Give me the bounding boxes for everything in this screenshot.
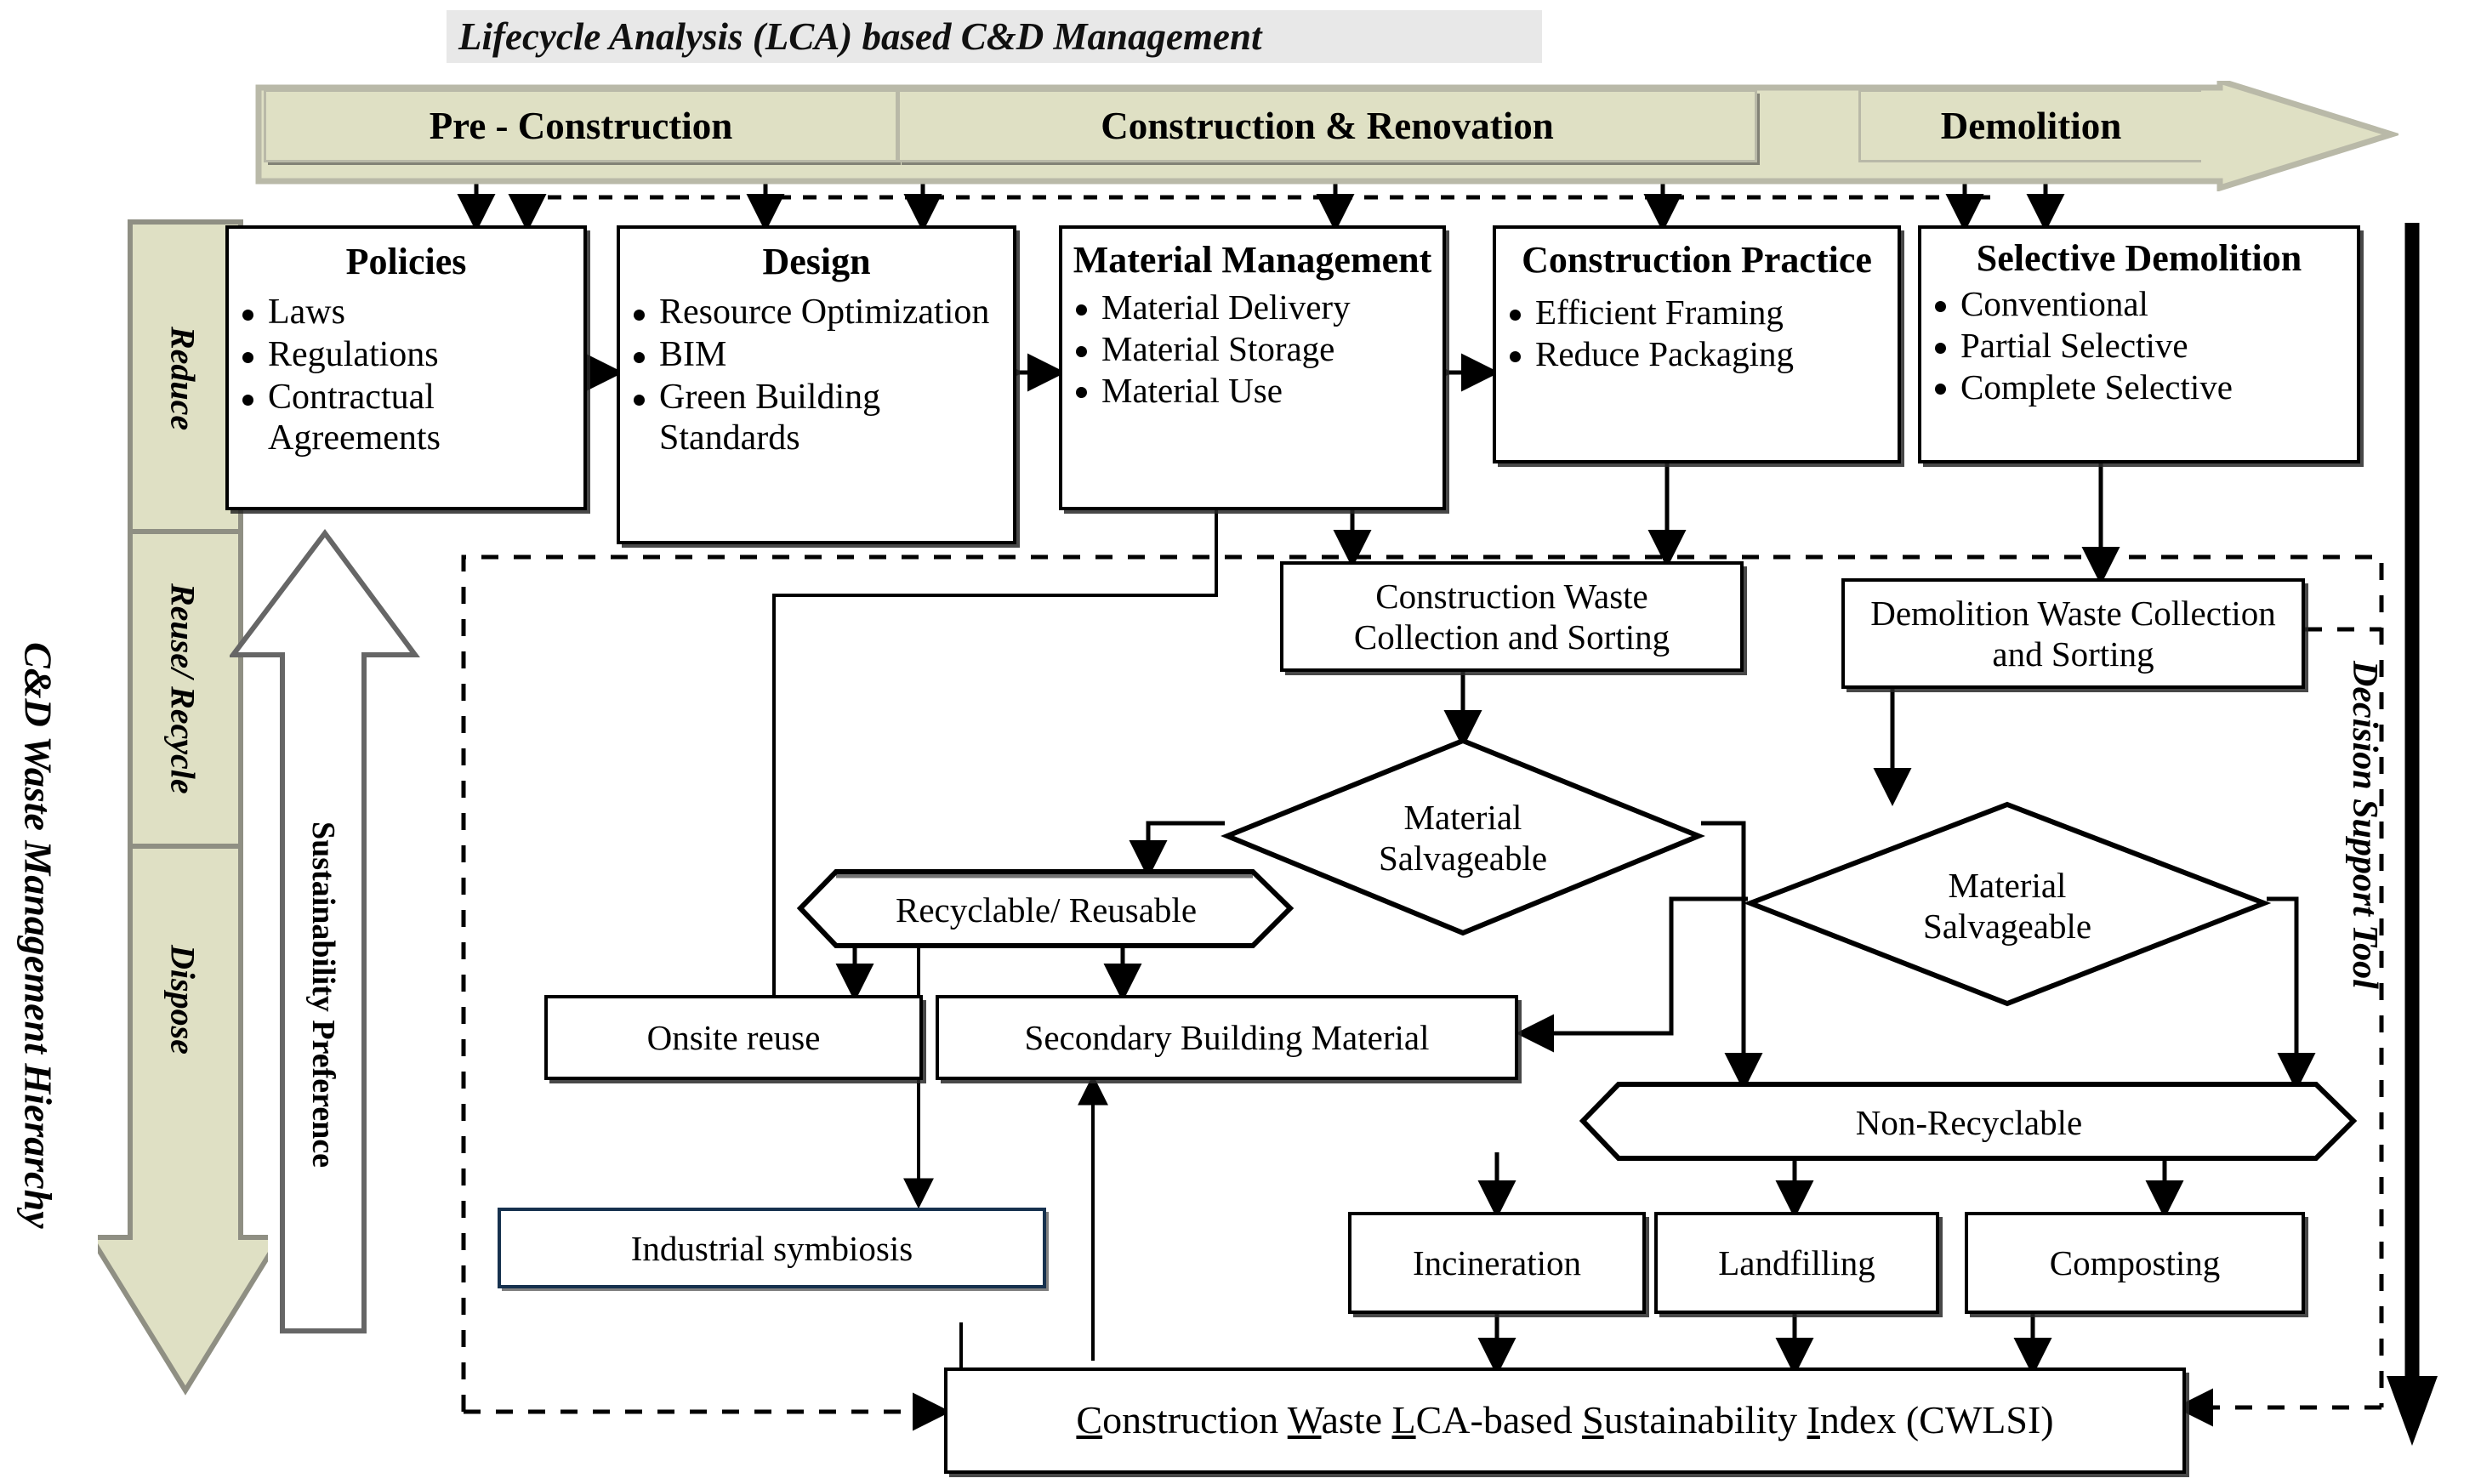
node-construction-waste-collection[interactable]: Construction Waste Collection and Sortin… xyxy=(1280,561,1744,672)
list-item: Regulations xyxy=(229,335,583,376)
stage-title-construction-practice: Construction Practice xyxy=(1522,239,1872,281)
node-onsite-reuse[interactable]: Onsite reuse xyxy=(544,995,923,1080)
hierarchy-step-dispose[interactable]: Dispose xyxy=(163,944,202,1055)
list-item: Material Use xyxy=(1062,371,1443,411)
decision-support-tool-label: Decision Support Tool xyxy=(2345,661,2384,989)
sustainability-preference-label: Sustainability Preference xyxy=(305,822,341,1168)
list-item: Material Delivery xyxy=(1062,287,1443,327)
node-landfilling[interactable]: Landfilling xyxy=(1654,1212,1939,1314)
decision-support-arrow xyxy=(2387,223,2438,1446)
stage-box-selective-demolition[interactable]: Selective Demolition Conventional Partia… xyxy=(1918,225,2360,463)
node-recyclable-reusable-shape xyxy=(796,869,1295,948)
node-industrial-symbiosis[interactable]: Industrial symbiosis xyxy=(498,1208,1046,1288)
hierarchy-step-reduce[interactable]: Reduce xyxy=(163,326,202,431)
node-cwlsi-index[interactable]: Construction Waste LCA-based Sustainabil… xyxy=(944,1367,2186,1474)
stage-box-design[interactable]: Design Resource Optimization BIM Green B… xyxy=(617,225,1016,544)
hierarchy-arrow-shape xyxy=(98,219,268,1396)
decision-salvageable-right[interactable]: Material Salvageable xyxy=(1922,865,2092,946)
list-item: Efficient Framing xyxy=(1496,293,1898,333)
list-item: Conventional xyxy=(1921,284,2357,324)
stage-title-material-management: Material Management xyxy=(1073,239,1432,281)
phase-pre-construction[interactable]: Pre - Construction xyxy=(264,89,898,162)
list-item: Partial Selective xyxy=(1921,326,2357,366)
hierarchy-axis-label: C&D Waste Management Hierarchy xyxy=(16,642,60,1229)
phase-label-construction-renovation: Construction & Renovation xyxy=(1101,105,1554,147)
page-title-text: Lifecycle Analysis (LCA) based C&D Manag… xyxy=(458,15,1262,58)
list-item: Green Building Standards xyxy=(620,378,1013,459)
cwlsi-text: Construction Waste LCA-based Sustainabil… xyxy=(1076,1398,2054,1442)
stage-box-policies[interactable]: Policies Laws Regulations Contractual Ag… xyxy=(225,225,587,510)
stage-box-construction-practice[interactable]: Construction Practice Efficient Framing … xyxy=(1493,225,1901,463)
phase-construction-renovation[interactable]: Construction & Renovation xyxy=(897,89,1757,162)
list-item: BIM xyxy=(620,335,1013,376)
stage-box-material-management[interactable]: Material Management Material Delivery Ma… xyxy=(1059,225,1446,510)
decision-diamond-right-shape xyxy=(1744,801,2271,1007)
hierarchy-step-reuse-recycle[interactable]: Reuse/ Recycle xyxy=(163,583,202,794)
node-composting[interactable]: Composting xyxy=(1965,1212,2305,1314)
list-item: Reduce Packaging xyxy=(1496,334,1898,374)
node-secondary-building-material[interactable]: Secondary Building Material xyxy=(936,995,1518,1080)
node-non-recyclable-shape xyxy=(1579,1082,2358,1161)
phase-demolition[interactable]: Demolition xyxy=(1858,89,2201,162)
decision-salvageable-left[interactable]: Material Salvageable xyxy=(1378,797,1548,878)
node-demolition-waste-collection[interactable]: Demolition Waste Collection and Sorting xyxy=(1841,578,2305,689)
sustainability-arrow-shape xyxy=(230,528,420,1333)
stage-title-selective-demolition: Selective Demolition xyxy=(1976,237,2302,279)
node-incineration[interactable]: Incineration xyxy=(1348,1212,1646,1314)
page-title: Lifecycle Analysis (LCA) based C&D Manag… xyxy=(447,10,1542,63)
list-item: Contractual Agreements xyxy=(229,378,583,459)
list-item: Complete Selective xyxy=(1921,367,2357,407)
list-item: Laws xyxy=(229,293,583,333)
list-item: Resource Optimization xyxy=(620,293,1013,333)
decision-diamond-left-shape xyxy=(1221,737,1705,936)
node-non-recyclable[interactable]: Non-Recyclable xyxy=(1855,1103,2083,1142)
node-recyclable-reusable[interactable]: Recyclable/ Reusable xyxy=(895,890,1198,930)
phase-label-pre-construction: Pre - Construction xyxy=(429,105,733,147)
stage-title-design: Design xyxy=(762,241,871,282)
stage-title-policies: Policies xyxy=(345,241,467,282)
phase-label-demolition: Demolition xyxy=(1940,105,2122,147)
list-item: Material Storage xyxy=(1062,329,1443,369)
